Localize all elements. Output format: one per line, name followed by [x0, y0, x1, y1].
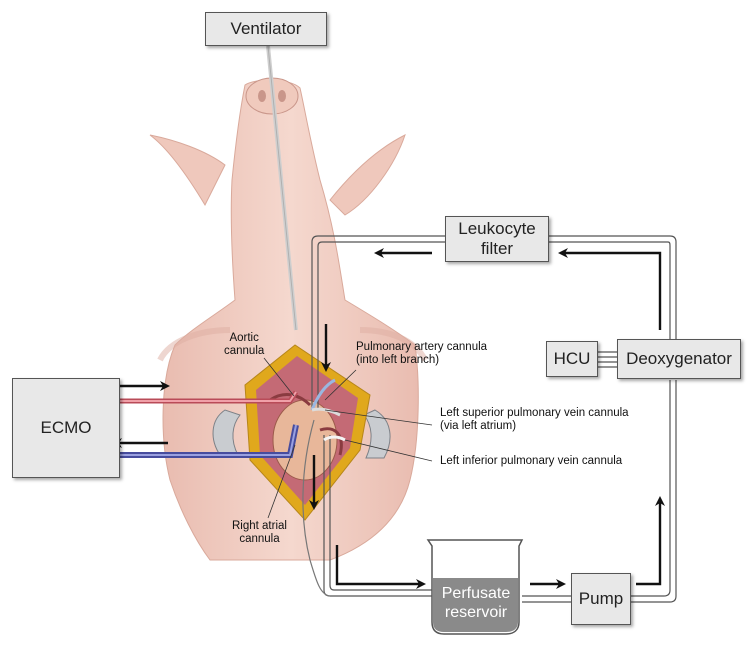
- ecmo-venous-line: [120, 424, 299, 458]
- hcu-connector: [598, 351, 617, 368]
- perfusion-circuit: [302, 235, 677, 603]
- right-ear: [329, 134, 406, 216]
- aortic-cannula-label: Aortic cannula: [224, 332, 265, 357]
- leader-lines: [263, 357, 433, 519]
- deoxygenator-box: Deoxygenator: [617, 339, 741, 379]
- leukocyte-filter-line1: Leukocyte: [458, 219, 536, 238]
- nostril: [278, 90, 286, 102]
- deoxygenator-label: Deoxygenator: [626, 349, 732, 368]
- hcu-box: HCU: [546, 341, 598, 377]
- pump-label: Pump: [578, 589, 624, 608]
- ecmo-label: ECMO: [40, 418, 92, 437]
- perfusate-reservoir-label: Perfusate reservoir: [432, 584, 520, 622]
- left-superior-pv-cannula-label: Left superior pulmonary vein cannula (vi…: [440, 407, 629, 432]
- arrow-pump-up: [636, 496, 665, 586]
- flow-arrows: [112, 248, 665, 589]
- lipv-cannula: [323, 435, 346, 442]
- left-inferior-pv-cannula-label: Left inferior pulmonary vein cannula: [440, 455, 623, 467]
- ventilator-box: Ventilator: [205, 12, 327, 46]
- ecmo-box: ECMO: [12, 378, 120, 478]
- ventilator-label: Ventilator: [230, 19, 302, 38]
- leukocyte-filter-line2: filter: [480, 239, 514, 258]
- hcu-label: HCU: [553, 349, 591, 368]
- reservoir-line2: reservoir: [444, 604, 508, 621]
- perfusate-reservoir: [426, 539, 524, 635]
- arrow-deoxy-up: [558, 248, 662, 330]
- pulmonary-artery-cannula: [310, 378, 336, 411]
- pulmonary-artery-cannula-label: Pulmonary artery cannula (into left bran…: [356, 341, 488, 366]
- arrow-to-reservoir: [335, 545, 426, 589]
- nostril: [258, 90, 266, 102]
- right-atrial-cannula-label: Right atrial cannula: [232, 520, 287, 545]
- pump-box: Pump: [571, 573, 631, 625]
- reservoir-line1: Perfusate: [441, 585, 511, 602]
- left-ear: [149, 134, 226, 207]
- leukocyte-filter-box: Leukocyte filter: [445, 216, 549, 262]
- ecmo-arterial-line: [120, 390, 299, 404]
